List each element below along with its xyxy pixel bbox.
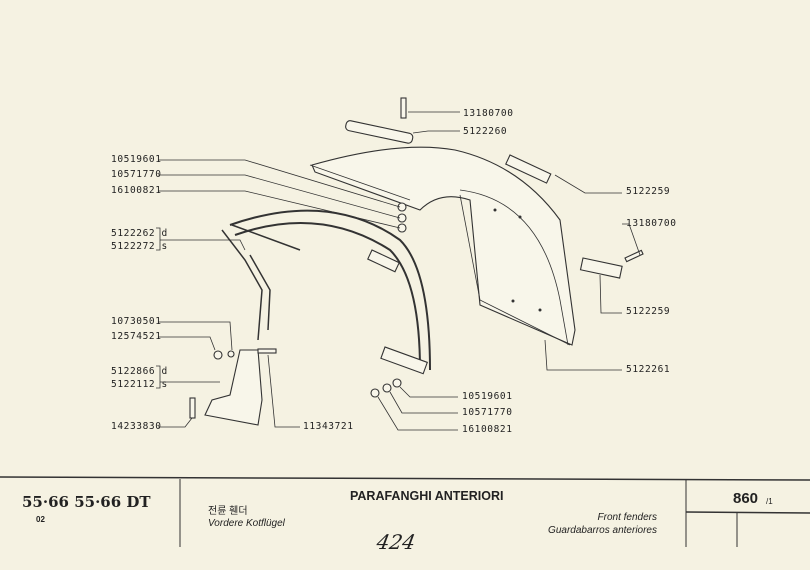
part-number: 5122112 s: [111, 379, 168, 390]
bolt-top-drawing: [400, 97, 407, 119]
page-subnumber: /1: [766, 497, 773, 506]
part-number: 10730501: [111, 316, 162, 327]
part-number: 10571770: [111, 169, 162, 180]
plate-right2-drawing: [579, 257, 623, 279]
part-number: 5122866 d: [111, 366, 168, 377]
part-number: 5122272 s: [111, 241, 168, 252]
part-number: 10519601: [111, 154, 162, 165]
bolt-right-drawing: [624, 249, 644, 263]
part-number: 10571770: [462, 407, 513, 418]
title-german: Vordere Kotflügel: [208, 518, 285, 529]
part-number: 5122259: [626, 186, 670, 197]
nuts-drawing: [370, 202, 407, 398]
title-spanish: Guardabarros anteriores: [548, 525, 657, 536]
bracket-drawing: [189, 348, 277, 426]
fender-frame-drawing: [221, 209, 431, 375]
model-subcode: 02: [36, 515, 45, 524]
part-number: 5122259: [626, 306, 670, 317]
part-number: 11343721: [303, 421, 354, 432]
part-number: 13180700: [463, 108, 514, 119]
page-title: PARAFANGHI ANTERIORI: [350, 489, 504, 503]
plate-right1-drawing: [505, 154, 552, 184]
fender-drawing: [309, 146, 576, 346]
leader-lines: [156, 111, 641, 431]
handwritten-number: 424: [374, 530, 418, 554]
part-number: 5122260: [463, 126, 507, 137]
title-english: Front fenders: [597, 512, 657, 523]
part-number: 5122262 d: [111, 228, 168, 239]
model-numbers: 55·66 55·66 DT: [22, 493, 151, 511]
title-block-frame: [0, 476, 810, 547]
part-number: 12574521: [111, 331, 162, 342]
part-number: 14233830: [111, 421, 162, 432]
part-number: 13180700: [626, 218, 677, 229]
part-number: 16100821: [111, 185, 162, 196]
part-number: 5122261: [626, 364, 670, 375]
part-number: 10519601: [462, 391, 513, 402]
part-number: 16100821: [462, 424, 513, 435]
title-korean: 전륜 휀더: [208, 506, 248, 517]
plate-top-drawing: [345, 120, 414, 144]
page-number: 860: [733, 490, 759, 507]
